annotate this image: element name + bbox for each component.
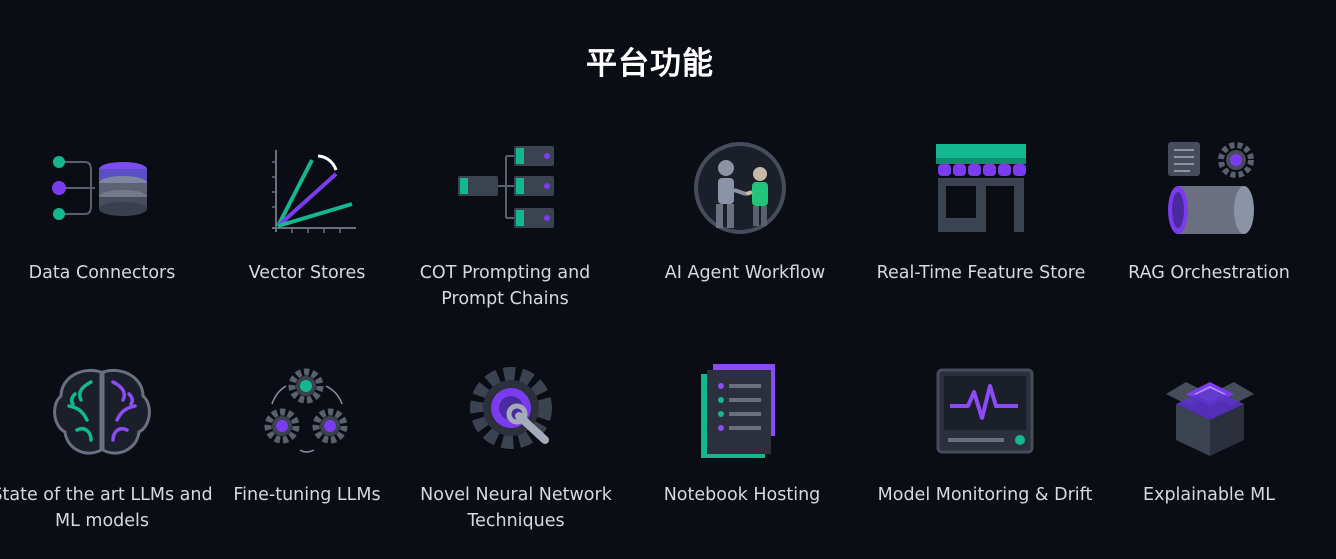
feature-label: Real-Time Feature Store xyxy=(876,263,1086,283)
feature-label: AI Agent Workflow xyxy=(664,263,826,283)
storefront-icon xyxy=(926,142,1036,242)
feature-label: Fine-tuning LLMs xyxy=(233,485,381,505)
feature-label: State of the art LLMs and ML models xyxy=(0,485,213,531)
feature-label: Vector Stores xyxy=(248,263,366,283)
notebook-icon xyxy=(687,364,797,464)
open-box-icon xyxy=(1154,364,1264,464)
vector-chart-icon xyxy=(252,142,362,242)
brain-icon xyxy=(47,364,157,464)
feature-label: Novel Neural Network Techniques xyxy=(420,485,612,531)
monitor-pulse-icon xyxy=(930,364,1040,464)
gears-cycle-icon xyxy=(252,364,362,464)
robot-human-handshake-icon xyxy=(690,142,800,242)
feature-label: RAG Orchestration xyxy=(1128,263,1290,283)
page-title: 平台功能 xyxy=(586,46,714,82)
feature-label: Model Monitoring & Drift xyxy=(877,485,1093,505)
feature-label: Notebook Hosting xyxy=(663,485,821,505)
feature-label: Explainable ML xyxy=(1143,485,1275,505)
database-connectors-icon xyxy=(47,142,157,242)
feature-label: Data Connectors xyxy=(28,263,176,283)
rag-cylinder-gear-icon xyxy=(1154,142,1264,242)
gear-wrench-icon xyxy=(461,364,571,464)
prompt-chain-icon xyxy=(450,142,560,242)
feature-label: COT Prompting and Prompt Chains xyxy=(419,263,591,309)
